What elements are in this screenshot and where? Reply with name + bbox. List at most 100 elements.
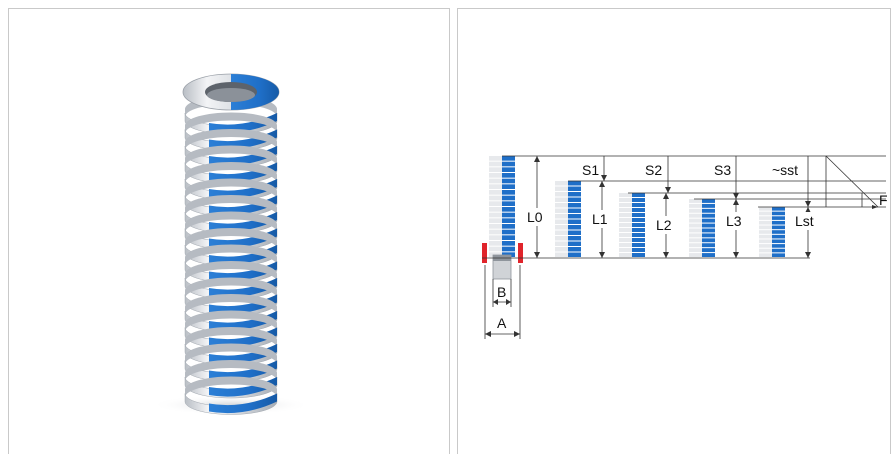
label-sst: ~sst [772,162,798,178]
diagram-coil-white [555,214,568,219]
diagram-coil-blue [772,244,785,248]
diagram-coil-blue [568,241,581,246]
diagram-coil-white [619,238,632,242]
diagram-coil-blue [702,233,715,238]
diagram-coil-blue [632,233,645,237]
seat-cap-right [518,243,523,263]
diagram-coil-blue [772,239,785,244]
diagram-coil-white [489,195,502,201]
diagram-coil-white [619,218,632,222]
coil-back [185,277,277,299]
diagram-coil-white [619,248,632,252]
diagram-coil-white [555,181,568,186]
label-F: F [879,192,888,208]
diagram-coil-blue [702,199,715,203]
diagram-coil-white [619,213,632,217]
diagram-coil-blue [702,208,715,213]
label-L1: L1 [592,211,608,227]
diagram-coil-blue [702,223,715,228]
diagram-coil-white [489,184,502,189]
diagram-coil-white [759,230,772,234]
diagram-coil-blue [502,190,515,195]
diagram-coil-blue [502,195,515,201]
diagram-coil-white [555,197,568,202]
diagram-coil-blue [568,252,581,257]
diagram-coil-white [689,248,702,253]
coil-blue-stripe [209,294,277,315]
diagram-coil-blue [632,198,645,202]
product-image-panel [8,8,450,454]
diagram-coil-blue [632,208,645,212]
label-Lst: Lst [795,213,814,229]
label-S1: S1 [582,162,599,178]
diagram-coil-white [489,156,502,161]
diagram-coil-blue [632,228,645,232]
diagram-coil-blue [568,203,581,208]
coil-blue-stripe [209,278,277,298]
coil-blue-stripe [209,228,277,249]
seat-cap-left [482,243,487,263]
diagram-coil-white [489,207,502,212]
coil-back [185,129,277,150]
diagram-coil-blue [632,203,645,207]
diagram-coil-blue [568,186,581,191]
diagram-coil-white [555,186,568,191]
diagram-coil-white [619,193,632,197]
diagram-coil-white [689,218,702,223]
diagram-coil-white [759,244,772,248]
diagram-coil-blue [502,235,515,240]
coil-blue-stripe [209,113,277,133]
diagram-coil-blue [772,216,785,220]
coil-blue-stripe [209,261,277,282]
coil-blue-stripe [209,195,277,216]
coil-back [185,244,277,266]
diagram-coil-white [619,208,632,212]
dimension-labels: L0 L1 L2 L3 Lst S1 S2 S3 ~sst F B A [497,162,888,331]
diagram-coil-white [489,241,502,246]
dimension-arrows [485,156,878,337]
diagram-coil-white [619,228,632,232]
diagram-coil-white [689,243,702,248]
diagram-coil-white [489,224,502,229]
diagram-coil-white [555,241,568,246]
diagram-coil-blue [502,212,515,218]
coil-blue-stripe [209,344,277,364]
diagram-coil-blue [568,225,581,230]
diagram-coil-white [489,161,502,167]
diagram-coil-blue [772,207,785,211]
coil-back [185,211,277,233]
diagram-coil-blue [568,181,581,186]
diagram-coil-white [619,253,632,257]
spring-coils [184,96,278,415]
diagram-coil-blue [632,238,645,242]
diagram-coil-blue [702,243,715,248]
diagram-coil-blue [772,220,785,225]
label-L3: L3 [726,213,742,229]
coil-blue-stripe [209,162,277,183]
diagram-coil-blue [502,218,515,223]
diagram-coil-white [759,248,772,253]
coil-back [185,162,277,183]
label-A: A [497,315,507,331]
coil-blue-stripe [209,393,277,414]
diagram-coil-white [689,213,702,218]
diagram-coil-blue [772,234,785,239]
diagram-coil-white [619,198,632,202]
diagram-coil-blue [632,223,645,227]
diagram-coil-blue [702,203,715,208]
diagram-coil-white [555,219,568,224]
compression-spring-blue-icon [151,73,311,415]
diagram-coil-blue [568,219,581,224]
dimension-lines [482,155,886,339]
diagram-coil-white [555,192,568,197]
coil-back [185,178,277,200]
coil-back [185,112,277,134]
diagram-coil-blue [502,246,515,252]
diagram-coil-white [759,211,772,216]
label-S3: S3 [714,162,731,178]
diagram-coil-white [689,203,702,208]
coil-blue-stripe [209,327,277,348]
diagram-coil-blue [568,230,581,235]
coil-blue-stripe [209,360,277,381]
diagram-coil-white [619,243,632,247]
